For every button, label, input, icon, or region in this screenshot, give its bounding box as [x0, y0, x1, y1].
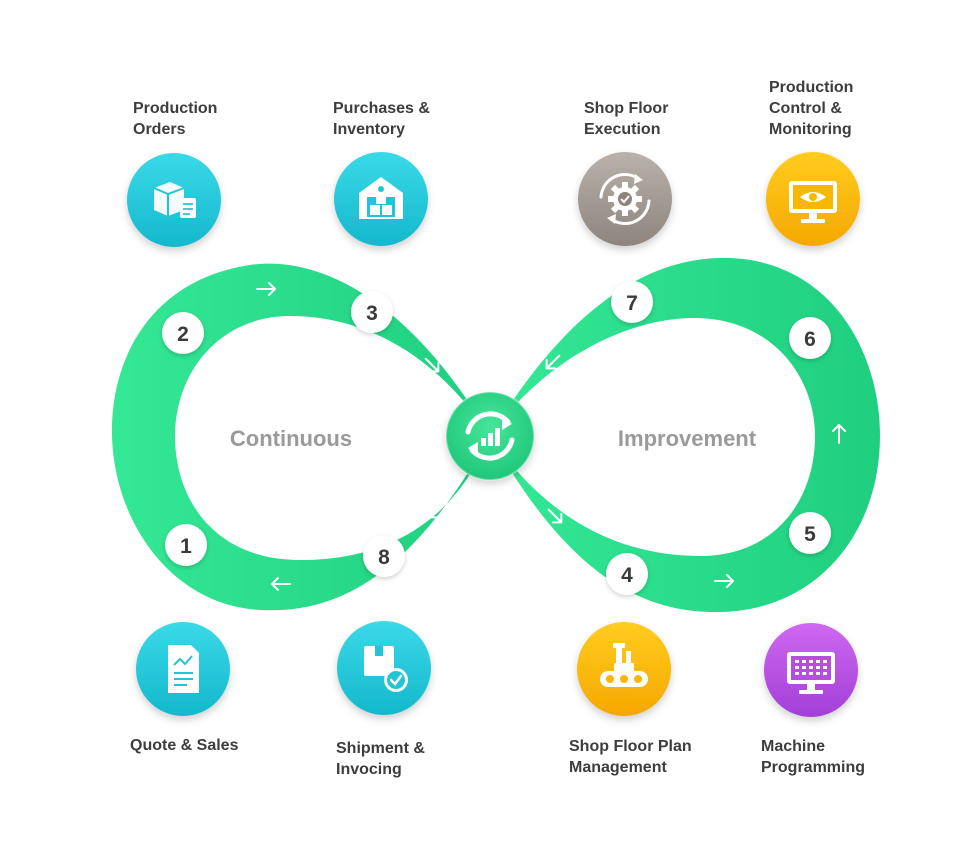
screen-grid-icon — [787, 652, 835, 694]
step-badge-6: 6 — [789, 317, 831, 359]
loop-right-word: Improvement — [618, 426, 757, 451]
step-number: 6 — [804, 328, 816, 351]
step-number: 2 — [177, 323, 189, 346]
monitor-eye-icon — [789, 181, 837, 223]
stage-label-machine-programming: Machine Programming — [761, 738, 866, 776]
step-number: 7 — [626, 292, 638, 315]
step-badge-1: 1 — [165, 524, 207, 566]
step-badge-7: 7 — [611, 281, 653, 323]
stage-label-shop-floor-execution: Shop Floor Execution — [584, 100, 669, 138]
arrow-right-icon — [256, 282, 276, 296]
package-check-icon — [364, 646, 408, 692]
stage-quote-sales-badge — [136, 622, 230, 716]
arrow-right-icon — [714, 574, 734, 588]
conveyor-icon — [600, 643, 648, 687]
refresh-chart-icon — [465, 411, 515, 461]
stage-label-shipment-invoicing: Shipment & Invocing — [336, 740, 425, 778]
stage-purchases-inventory-badge — [334, 152, 428, 246]
step-badge-5: 5 — [789, 512, 831, 554]
step-number: 8 — [378, 546, 390, 569]
step-number: 1 — [180, 535, 192, 558]
arrow-down-right-icon — [424, 357, 440, 373]
arrow-left-icon — [271, 577, 291, 591]
warehouse-icon — [359, 177, 403, 219]
boxes-icon — [153, 182, 196, 218]
arrow-up-icon — [832, 424, 846, 444]
step-badge-2: 2 — [162, 312, 204, 354]
arrow-down-left-icon — [426, 503, 442, 519]
document-chart-icon — [168, 645, 199, 693]
stage-label-production-control: Production Control & Monitoring — [769, 79, 854, 138]
stage-production-orders-badge — [127, 153, 221, 247]
stage-shop-floor-execution-badge — [578, 152, 672, 246]
loop-left-word: Continuous — [230, 426, 352, 451]
step-number: 5 — [804, 523, 816, 546]
step-number: 3 — [366, 302, 378, 325]
stage-machine-programming-badge — [764, 623, 858, 717]
stage-shipment-invoicing-badge — [337, 621, 431, 715]
infinity-band-right — [490, 257, 880, 613]
stage-label-quote-sales: Quote & Sales — [130, 737, 239, 754]
flow-arrows — [256, 282, 846, 591]
arrow-down-right-icon — [547, 508, 563, 524]
step-number: 4 — [621, 564, 633, 587]
gear-cycle-icon — [599, 172, 651, 226]
arrow-down-left-icon — [545, 354, 561, 370]
infinity-loop — [111, 257, 880, 613]
stage-production-control-badge — [766, 152, 860, 246]
stage-shop-floor-plan-badge — [577, 622, 671, 716]
step-badge-4: 4 — [606, 553, 648, 595]
stage-label-production-orders: Production Orders — [133, 100, 218, 138]
stage-label-shop-floor-plan: Shop Floor Plan Management — [569, 738, 692, 776]
step-badge-3: 3 — [351, 291, 393, 333]
step-badge-8: 8 — [363, 535, 405, 577]
central-hub — [445, 391, 535, 481]
stage-label-purchases-inventory: Purchases & Inventory — [333, 100, 430, 138]
infinity-band-left — [111, 263, 490, 611]
